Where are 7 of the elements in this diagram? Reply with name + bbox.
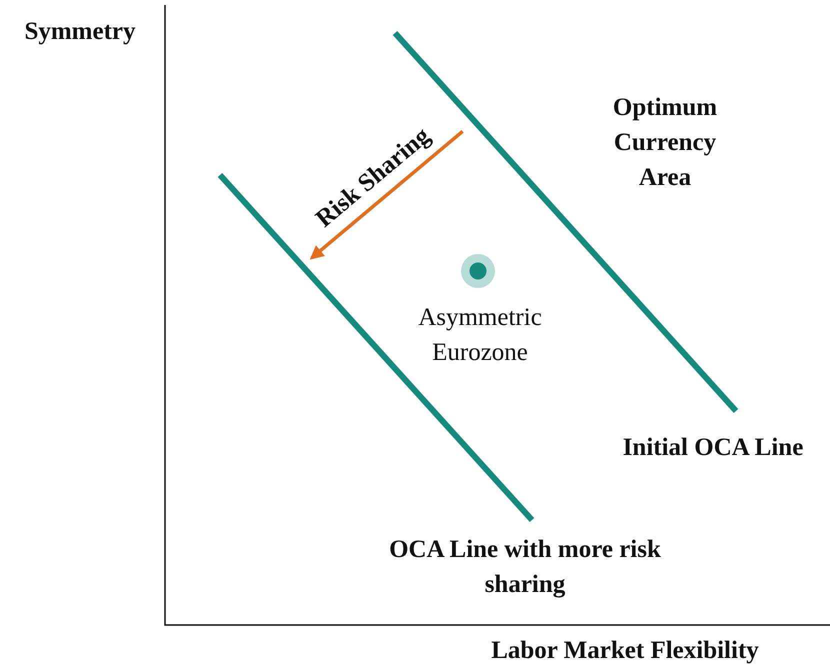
region-label: Optimum Currency Area — [612, 93, 718, 193]
line-label: Initial OCA Line — [622, 433, 804, 463]
line-label: OCA Line with more risk sharing — [388, 535, 662, 600]
arrow — [310, 130, 464, 260]
point-label: Asymmetric Eurozone — [417, 303, 543, 368]
axis-title: Symmetry — [23, 17, 137, 47]
axis-title: Labor Market Flexibility — [490, 636, 760, 666]
